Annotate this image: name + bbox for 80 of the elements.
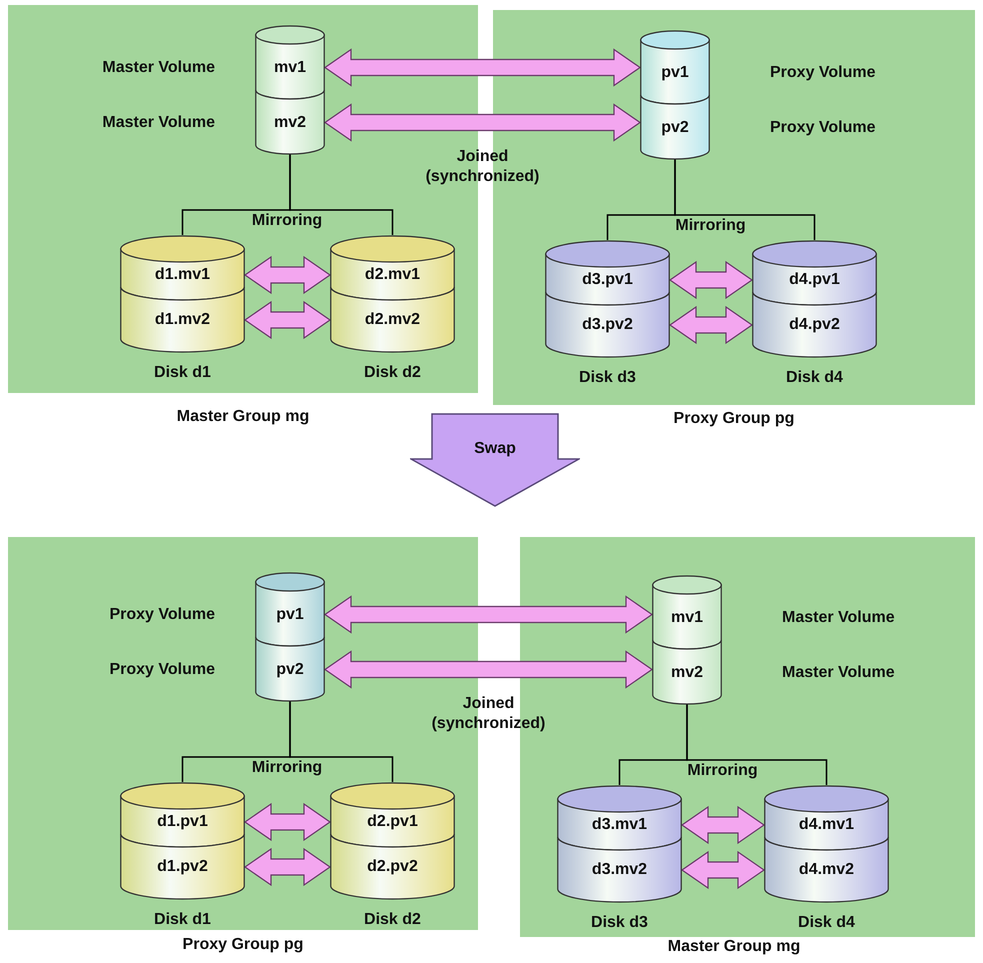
tree-line [686,704,828,785]
swap-arrow [410,413,580,507]
swap-label: Swap [473,439,517,459]
sync-arrow [680,850,766,890]
volume-label: d2.pv1 [366,812,419,832]
mirroring-label: Mirroring [250,758,324,778]
volume-label: d2.pv2 [366,857,419,877]
sync-arrow [668,306,754,344]
volume-label: d4.pv1 [788,270,841,290]
disk-segment [330,235,455,301]
disk-caption: Disk d1 [153,363,212,383]
disk-segment [120,235,245,301]
volume-caption: Proxy Volume [109,604,215,624]
volume-caption: Master Volume [782,662,895,682]
volume-caption: Proxy Volume [770,62,876,82]
disk-segment [557,785,682,851]
group-caption: Master Group mg [666,937,802,957]
volume-label: mv2 [670,662,704,682]
sync-arrow [244,300,332,340]
disk-caption: Disk d2 [363,363,422,383]
sync-arrow [680,806,766,844]
volume-label: pv1 [275,604,305,624]
volume-segment [255,572,325,647]
disk-caption: Disk d1 [153,910,212,930]
volume-label: mv2 [272,112,308,132]
group-caption: Proxy Group pg [182,935,304,955]
group-caption: Proxy Group pg [672,409,796,429]
disk-segment [752,240,877,306]
volume-label: d2.mv1 [364,265,422,285]
volume-label: d1.pv2 [156,857,209,877]
sync-arrow [324,595,654,634]
volume-label: d1.pv1 [156,812,209,832]
volume-caption: Proxy Volume [109,660,215,680]
volume-label: d1.mv2 [154,310,212,330]
disk-segment [330,782,455,848]
sync-arrow [244,848,332,886]
disk-caption: Disk d2 [363,910,422,930]
sync-arrow [324,650,654,689]
volume-label: pv2 [275,660,305,680]
volume-segment [640,30,710,105]
sync-arrow [668,260,754,300]
volume-label: pv2 [660,118,690,138]
disk-caption: Disk d3 [590,913,649,933]
edge-label: Joined (synchronized) [424,146,540,186]
volume-label: mv1 [272,58,308,78]
disk-caption: Disk d3 [578,368,637,388]
tree-line [674,159,816,240]
volume-caption: Master Volume [102,112,215,132]
volume-label: d3.pv2 [581,315,634,335]
sync-arrow [324,48,642,87]
sync-arrow [244,802,332,842]
disk-caption: Disk d4 [785,368,844,388]
sync-arrow [244,256,332,294]
disk-caption: Disk d4 [797,913,856,933]
volume-label: d4.pv2 [788,315,841,335]
volume-label: d3.mv1 [590,815,648,835]
tree-line [289,154,394,235]
disk-segment [545,240,670,306]
volume-label: mv1 [670,608,704,628]
mirroring-label: Mirroring [674,216,747,236]
volume-caption: Master Volume [782,608,895,628]
disk-segment [764,785,889,851]
tree-line [289,701,394,782]
mirroring-label: Mirroring [686,761,759,781]
volume-label: pv1 [660,62,690,82]
sync-arrow [324,103,642,142]
volume-label: d4.mv1 [798,815,856,835]
edge-label: Joined (synchronized) [430,694,546,734]
group-caption: Master Group mg [176,407,310,427]
volume-caption: Proxy Volume [770,118,876,138]
volume-label: d1.mv1 [154,265,212,285]
volume-segment [255,25,325,100]
volume-label: d2.mv2 [364,310,422,330]
mirroring-label: Mirroring [250,211,324,231]
volume-caption: Master Volume [102,58,215,78]
volume-label: d3.pv1 [581,270,634,290]
volume-label: d4.mv2 [798,860,856,880]
volume-label: d3.mv2 [590,860,648,880]
volume-segment [652,575,722,650]
disk-segment [120,782,245,848]
